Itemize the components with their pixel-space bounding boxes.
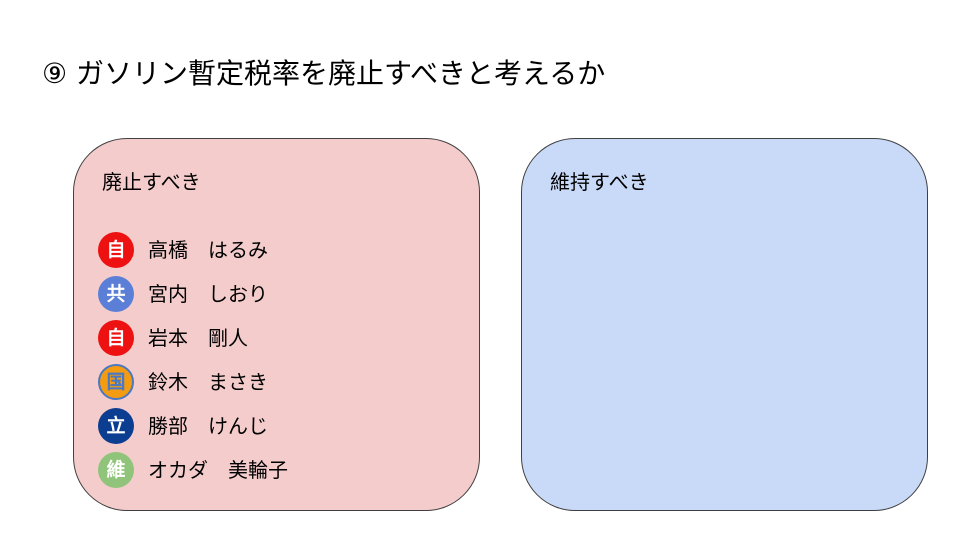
maintain-panel-heading: 維持すべき [550, 170, 649, 194]
member-name: 鈴木 まさき [148, 370, 268, 394]
abolish-panel: 廃止すべき 自 高橋 はるみ 共 宮内 しおり 自 岩本 剛人 国 鈴木 まさき… [73, 138, 480, 511]
member-name: 高橋 はるみ [148, 238, 268, 262]
maintain-panel: 維持すべき [521, 138, 928, 511]
member-item: 維 オカダ 美輪子 [98, 448, 288, 492]
party-badge: 立 [98, 408, 134, 444]
member-item: 国 鈴木 まさき [98, 360, 288, 404]
abolish-panel-heading: 廃止すべき [102, 170, 201, 194]
member-item: 立 勝部 けんじ [98, 404, 288, 448]
party-badge: 国 [98, 364, 134, 400]
member-name: 勝部 けんじ [148, 414, 268, 438]
member-item: 自 高橋 はるみ [98, 228, 288, 272]
party-badge: 自 [98, 232, 134, 268]
member-name: 宮内 しおり [148, 282, 268, 306]
member-name: 岩本 剛人 [148, 326, 248, 350]
member-item: 自 岩本 剛人 [98, 316, 288, 360]
abolish-member-list: 自 高橋 はるみ 共 宮内 しおり 自 岩本 剛人 国 鈴木 まさき 立 勝部 … [98, 228, 288, 492]
party-badge: 維 [98, 452, 134, 488]
member-item: 共 宮内 しおり [98, 272, 288, 316]
member-name: オカダ 美輪子 [148, 458, 288, 482]
slide-title: ⑨ ガソリン暫定税率を廃止すべきと考えるか [42, 57, 606, 90]
party-badge: 共 [98, 276, 134, 312]
party-badge: 自 [98, 320, 134, 356]
